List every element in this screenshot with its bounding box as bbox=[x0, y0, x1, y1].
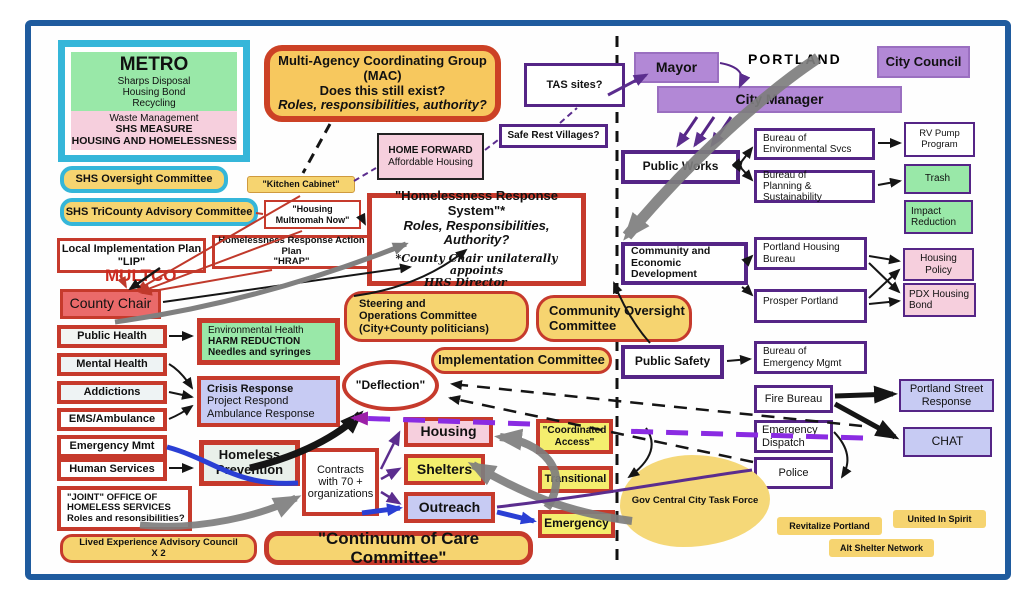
chat: CHAT bbox=[903, 427, 992, 457]
metro-line: Waste Management bbox=[109, 113, 199, 125]
continuum-of-care-committee: "Continuum of Care Committee" bbox=[264, 529, 533, 567]
city-council: City Council bbox=[877, 46, 970, 78]
public-health: Public Health bbox=[57, 325, 167, 348]
community-oversight-committee: Community Oversight Committee bbox=[536, 295, 692, 342]
homelessness-response-system: "Homelessness Response System"* Roles, R… bbox=[367, 189, 586, 289]
transitional: Transitional bbox=[538, 466, 613, 493]
home-forward: HOME FORWARD Affordable Housing bbox=[377, 133, 484, 180]
public-works: Public Works bbox=[621, 150, 740, 184]
metro-line: Housing Bond bbox=[122, 86, 186, 98]
mental-health: Mental Health bbox=[57, 353, 167, 376]
metro-green-section: METRO Sharps Disposal Housing Bond Recyc… bbox=[71, 52, 237, 112]
mayor: Mayor bbox=[634, 52, 719, 83]
fire-bureau: Fire Bureau bbox=[754, 385, 833, 413]
public-safety: Public Safety bbox=[621, 345, 724, 379]
emergency-mmt: Emergency Mmt bbox=[57, 435, 167, 458]
county-chair: County Chair bbox=[60, 289, 161, 319]
police: Police bbox=[754, 457, 833, 489]
emergency: Emergency bbox=[538, 510, 615, 538]
addictions: Addictions bbox=[57, 381, 167, 404]
multco-label: MULTCO bbox=[105, 266, 177, 285]
metro-line: SHS MEASURE bbox=[115, 123, 193, 136]
multi-agency-coordinating-group: Multi-Agency Coordinating Group (MAC) Do… bbox=[264, 45, 501, 122]
steering-operations-committee: Steering and Operations Committee (City+… bbox=[344, 291, 529, 342]
implementation-committee: Implementation Committee bbox=[431, 347, 612, 374]
shs-tricounty-advisory-committee: SHS TriCounty Advisory Committee bbox=[60, 198, 258, 226]
portland-label: PORTLAND bbox=[748, 51, 842, 67]
shs-oversight-committee: SHS Oversight Committee bbox=[60, 166, 228, 193]
tas-sites: TAS sites? bbox=[524, 63, 625, 107]
united-in-spirit: United In Spirit bbox=[893, 510, 986, 528]
outreach: Outreach bbox=[404, 492, 495, 523]
environmental-health-harm-reduction: Environmental Health HARM REDUCTION Need… bbox=[197, 318, 340, 365]
prosper-portland: Prosper Portland bbox=[754, 289, 867, 323]
contracts-70-organizations: Contracts with 70 + organizations bbox=[302, 448, 379, 516]
deflection-ellipse: "Deflection" bbox=[342, 360, 439, 411]
metro-box: METRO Sharps Disposal Housing Bond Recyc… bbox=[58, 40, 250, 162]
metro-line: Sharps Disposal bbox=[117, 75, 191, 87]
human-services: Human Services bbox=[57, 458, 167, 481]
metro-pink-section: Waste Management SHS MEASURE HOUSING AND… bbox=[71, 111, 237, 150]
safe-rest-villages: Safe Rest Villages? bbox=[499, 124, 608, 148]
kitchen-cabinet: "Kitchen Cabinet" bbox=[247, 176, 355, 193]
shelters: Shelters bbox=[404, 454, 485, 485]
metro-title: METRO bbox=[119, 54, 189, 76]
ems-ambulance: EMS/Ambulance bbox=[57, 408, 167, 431]
metro-line: Recycling bbox=[132, 97, 176, 109]
homelessness-response-action-plan: Homelessness Response Action Plan"HRAP" bbox=[212, 235, 371, 269]
revitalize-portland: Revitalize Portland bbox=[777, 517, 882, 535]
city-manager: City Manager bbox=[657, 86, 902, 113]
housing: Housing bbox=[404, 417, 493, 447]
crisis-response: Crisis Response Project Respond Ambulanc… bbox=[197, 376, 340, 427]
alt-shelter-network: Alt Shelter Network bbox=[829, 539, 934, 557]
joint-office-homeless-services: "JOINT" OFFICE OF HOMELESS SERVICES Role… bbox=[57, 486, 192, 531]
metro-line: HOUSING AND HOMELESSNESS bbox=[71, 135, 237, 147]
trash: Trash bbox=[904, 164, 971, 194]
